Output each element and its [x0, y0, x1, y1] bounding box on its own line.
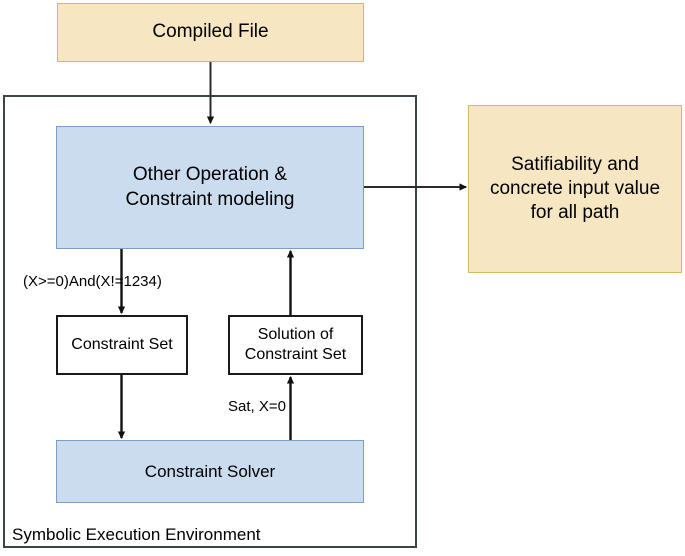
- node-constraint-set-label: Constraint Set: [71, 335, 173, 353]
- node-compiled-file[interactable]: Compiled File: [57, 3, 364, 62]
- symbolic-execution-environment-label: Symbolic Execution Environment: [12, 525, 261, 544]
- node-constraint-solver[interactable]: Constraint Solver: [56, 440, 364, 503]
- node-constraint-set[interactable]: Constraint Set: [56, 315, 188, 375]
- node-satisfiability[interactable]: Satifiability and concrete input value f…: [468, 105, 682, 273]
- node-other-operation-label: Other Operation & Constraint modeling: [125, 164, 295, 210]
- node-satisfiability-label: Satifiability and concrete input value f…: [489, 153, 661, 224]
- node-constraint-solver-label: Constraint Solver: [144, 461, 276, 481]
- node-solution-of-constraint-set[interactable]: Solution of Constraint Set: [228, 315, 363, 375]
- edge-label-constraint-expression: (X>=0)And(X!=1234): [23, 273, 162, 290]
- edge-label-sat-result: Sat, X=0: [228, 398, 286, 415]
- node-solution-of-constraint-set-label: Solution of Constraint Set: [244, 325, 347, 363]
- node-compiled-file-label: Compiled File: [152, 21, 269, 43]
- node-other-operation[interactable]: Other Operation & Constraint modeling: [56, 126, 364, 249]
